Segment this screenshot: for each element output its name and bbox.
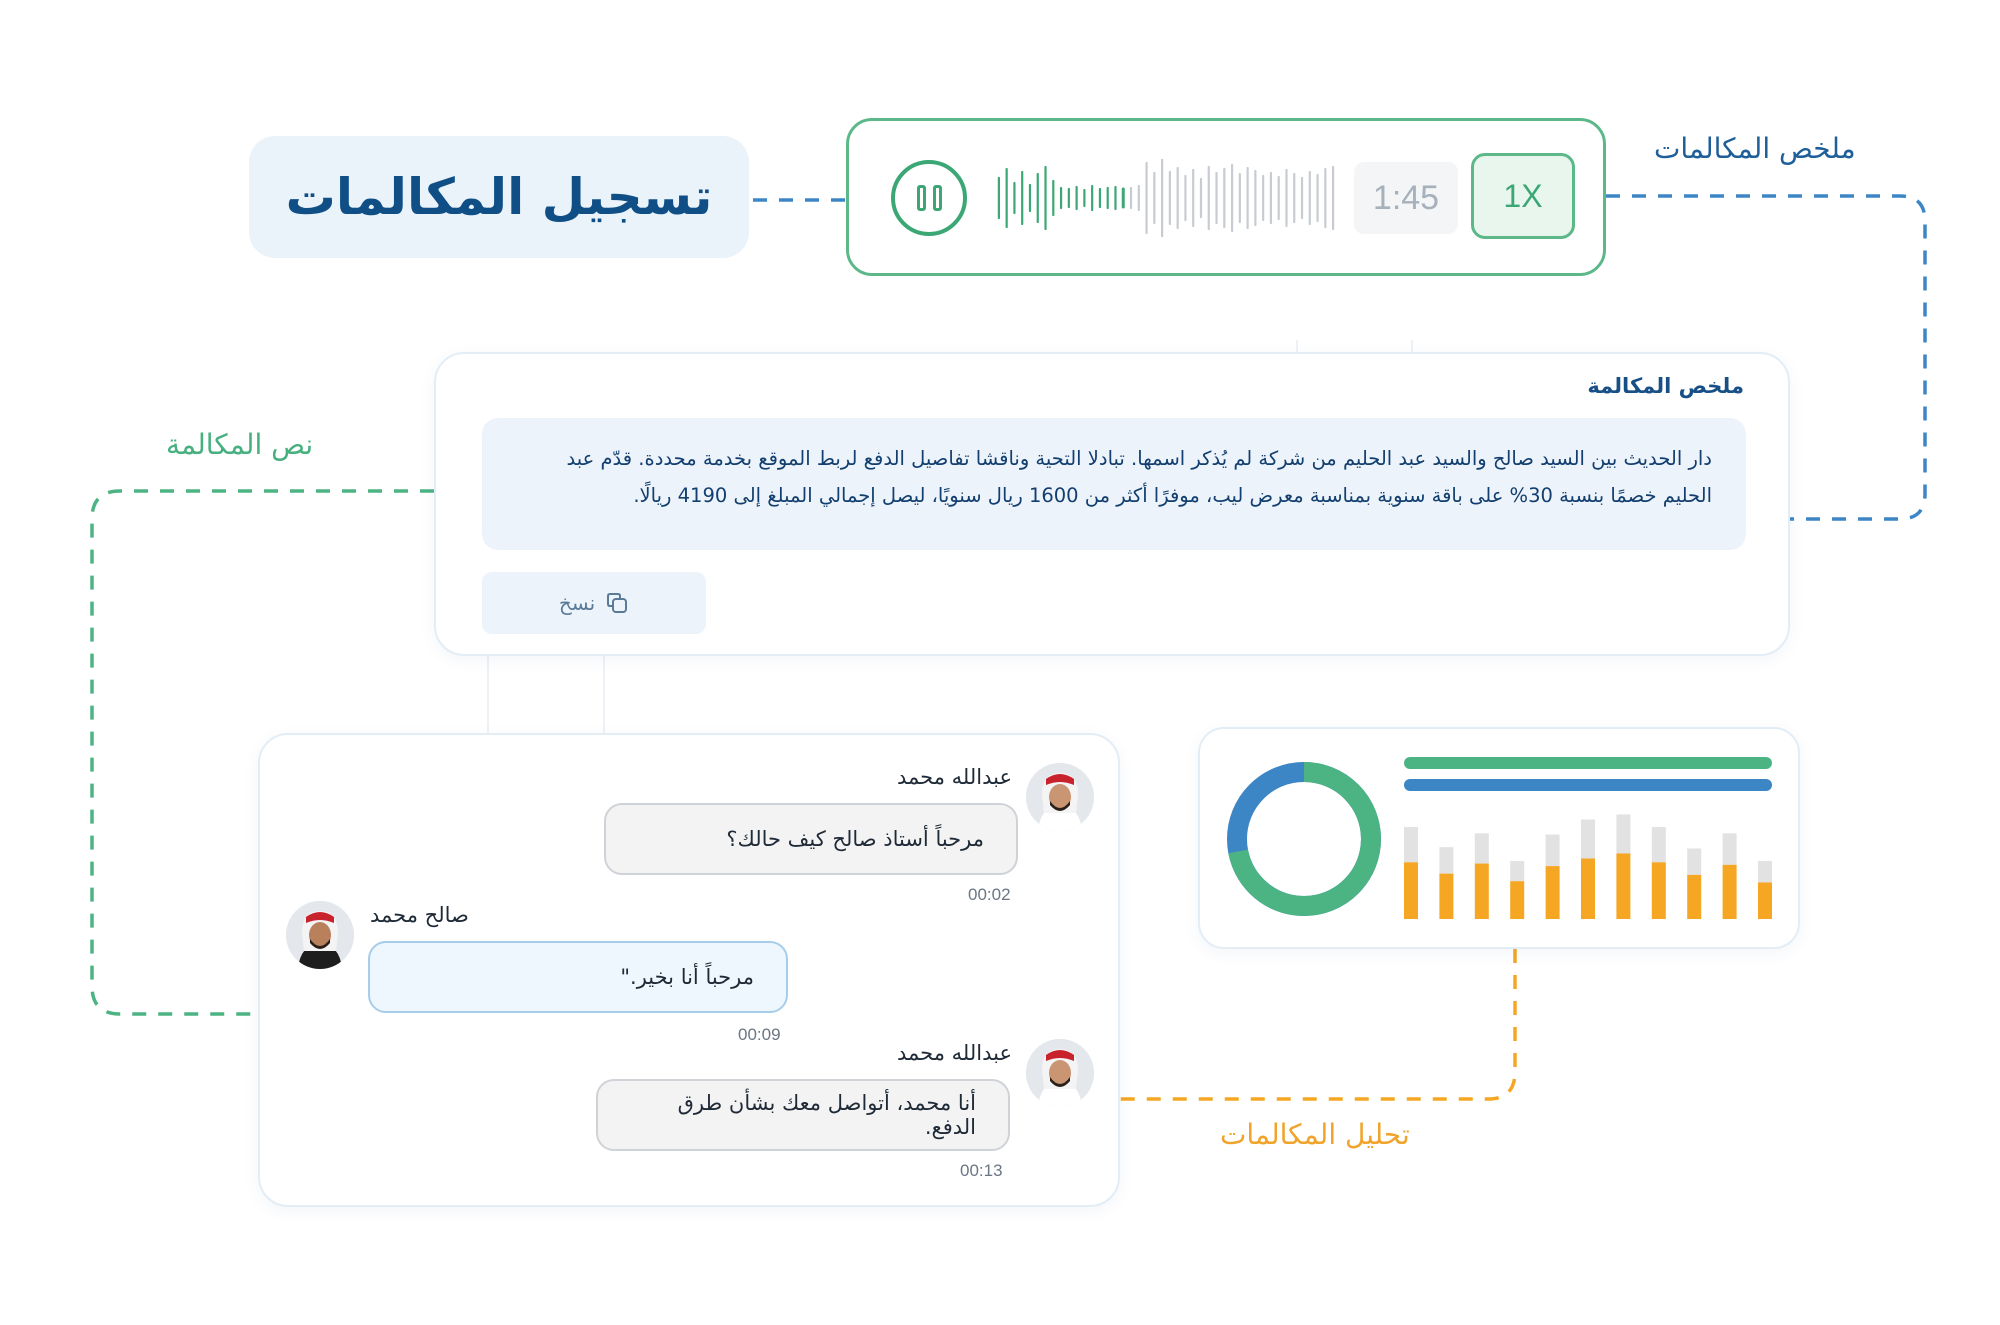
message-sender: عبدالله محمد (897, 765, 1012, 789)
bar-track (1545, 834, 1560, 867)
bar-fill (1581, 858, 1595, 919)
bar-fill (1722, 864, 1737, 919)
summary-text: دار الحديث بين السيد صالح والسيد عبد الح… (482, 418, 1746, 550)
call-transcript-card: عبدالله محمد مرحباً أستاذ صالح كيف حالك؟… (258, 733, 1120, 1207)
bar-fill (1616, 853, 1631, 919)
message-time: 00:02 (968, 885, 1011, 904)
pause-button[interactable] (891, 160, 967, 236)
waveform-scrubber[interactable] (995, 159, 1337, 237)
bar-track (1581, 819, 1595, 859)
analytics-graphic (1227, 757, 1772, 919)
copy-icon (607, 593, 628, 613)
bar-track (1758, 861, 1772, 883)
bar-track (1439, 847, 1454, 874)
message-bubble: مرحباً أستاذ صالح كيف حالك؟ (604, 803, 1018, 875)
message-time: 00:09 (738, 1025, 781, 1044)
call-recording-title-box: تسجيل المكالمات (249, 136, 749, 258)
avatar (1026, 763, 1094, 831)
bar-track (1404, 827, 1418, 863)
call-analytics-card (1198, 727, 1800, 949)
donut-ring-green (1227, 762, 1381, 916)
message-text: مرحباً أستاذ صالح كيف حالك؟ (726, 827, 984, 851)
summary-title: ملخص المكالمة (1587, 374, 1744, 398)
message-bubble: أنا محمد، أتواصل معك بشأن طرق الدفع. (596, 1079, 1010, 1151)
bar-track (1474, 833, 1489, 864)
bar-fill (1439, 873, 1454, 919)
message-time: 00:13 (960, 1161, 1003, 1180)
person-icon (286, 901, 354, 969)
bar-fill (1687, 874, 1702, 919)
progress-line-blue (1404, 779, 1772, 791)
bar-fill (1510, 881, 1525, 919)
message-sender: عبدالله محمد (897, 1041, 1012, 1065)
bar-track (1651, 827, 1666, 863)
copy-button[interactable]: نسخ (482, 572, 706, 634)
person-icon (1026, 1039, 1094, 1107)
person-icon (1026, 763, 1094, 831)
bar-track (1687, 848, 1702, 875)
playback-speed-button[interactable]: 1X (1471, 153, 1575, 239)
audio-player: 1:45 1X (846, 118, 1606, 276)
avatar (286, 901, 354, 969)
message-text: مرحباً أنا بخير." (620, 965, 754, 989)
message-sender: صالح محمد (370, 903, 469, 927)
bar-track (1510, 861, 1525, 882)
page-title: تسجيل المكالمات (285, 168, 713, 226)
bar-fill (1651, 862, 1666, 919)
message-bubble: مرحباً أنا بخير." (368, 941, 788, 1013)
message-text: أنا محمد، أتواصل معك بشأن طرق الدفع. (677, 1091, 976, 1139)
bar-fill (1758, 882, 1772, 919)
bar-fill (1404, 862, 1418, 919)
copy-label: نسخ (558, 591, 596, 615)
call-summary-card: ملخص المكالمة دار الحديث بين السيد صالح … (434, 352, 1790, 656)
bar-fill (1474, 863, 1489, 919)
bar-track (1722, 833, 1737, 865)
bar-track (1616, 814, 1631, 854)
summary-flow-label: ملخص المكالمات (1654, 132, 1856, 165)
pause-icon (916, 185, 926, 211)
transcript-flow-label: نص المكالمة (166, 428, 314, 461)
avatar (1026, 1039, 1094, 1107)
progress-line-green (1404, 757, 1772, 769)
bar-fill (1545, 866, 1560, 919)
analysis-flow-label: تحليل المكالمات (1220, 1118, 1410, 1151)
playback-time: 1:45 (1354, 162, 1458, 234)
